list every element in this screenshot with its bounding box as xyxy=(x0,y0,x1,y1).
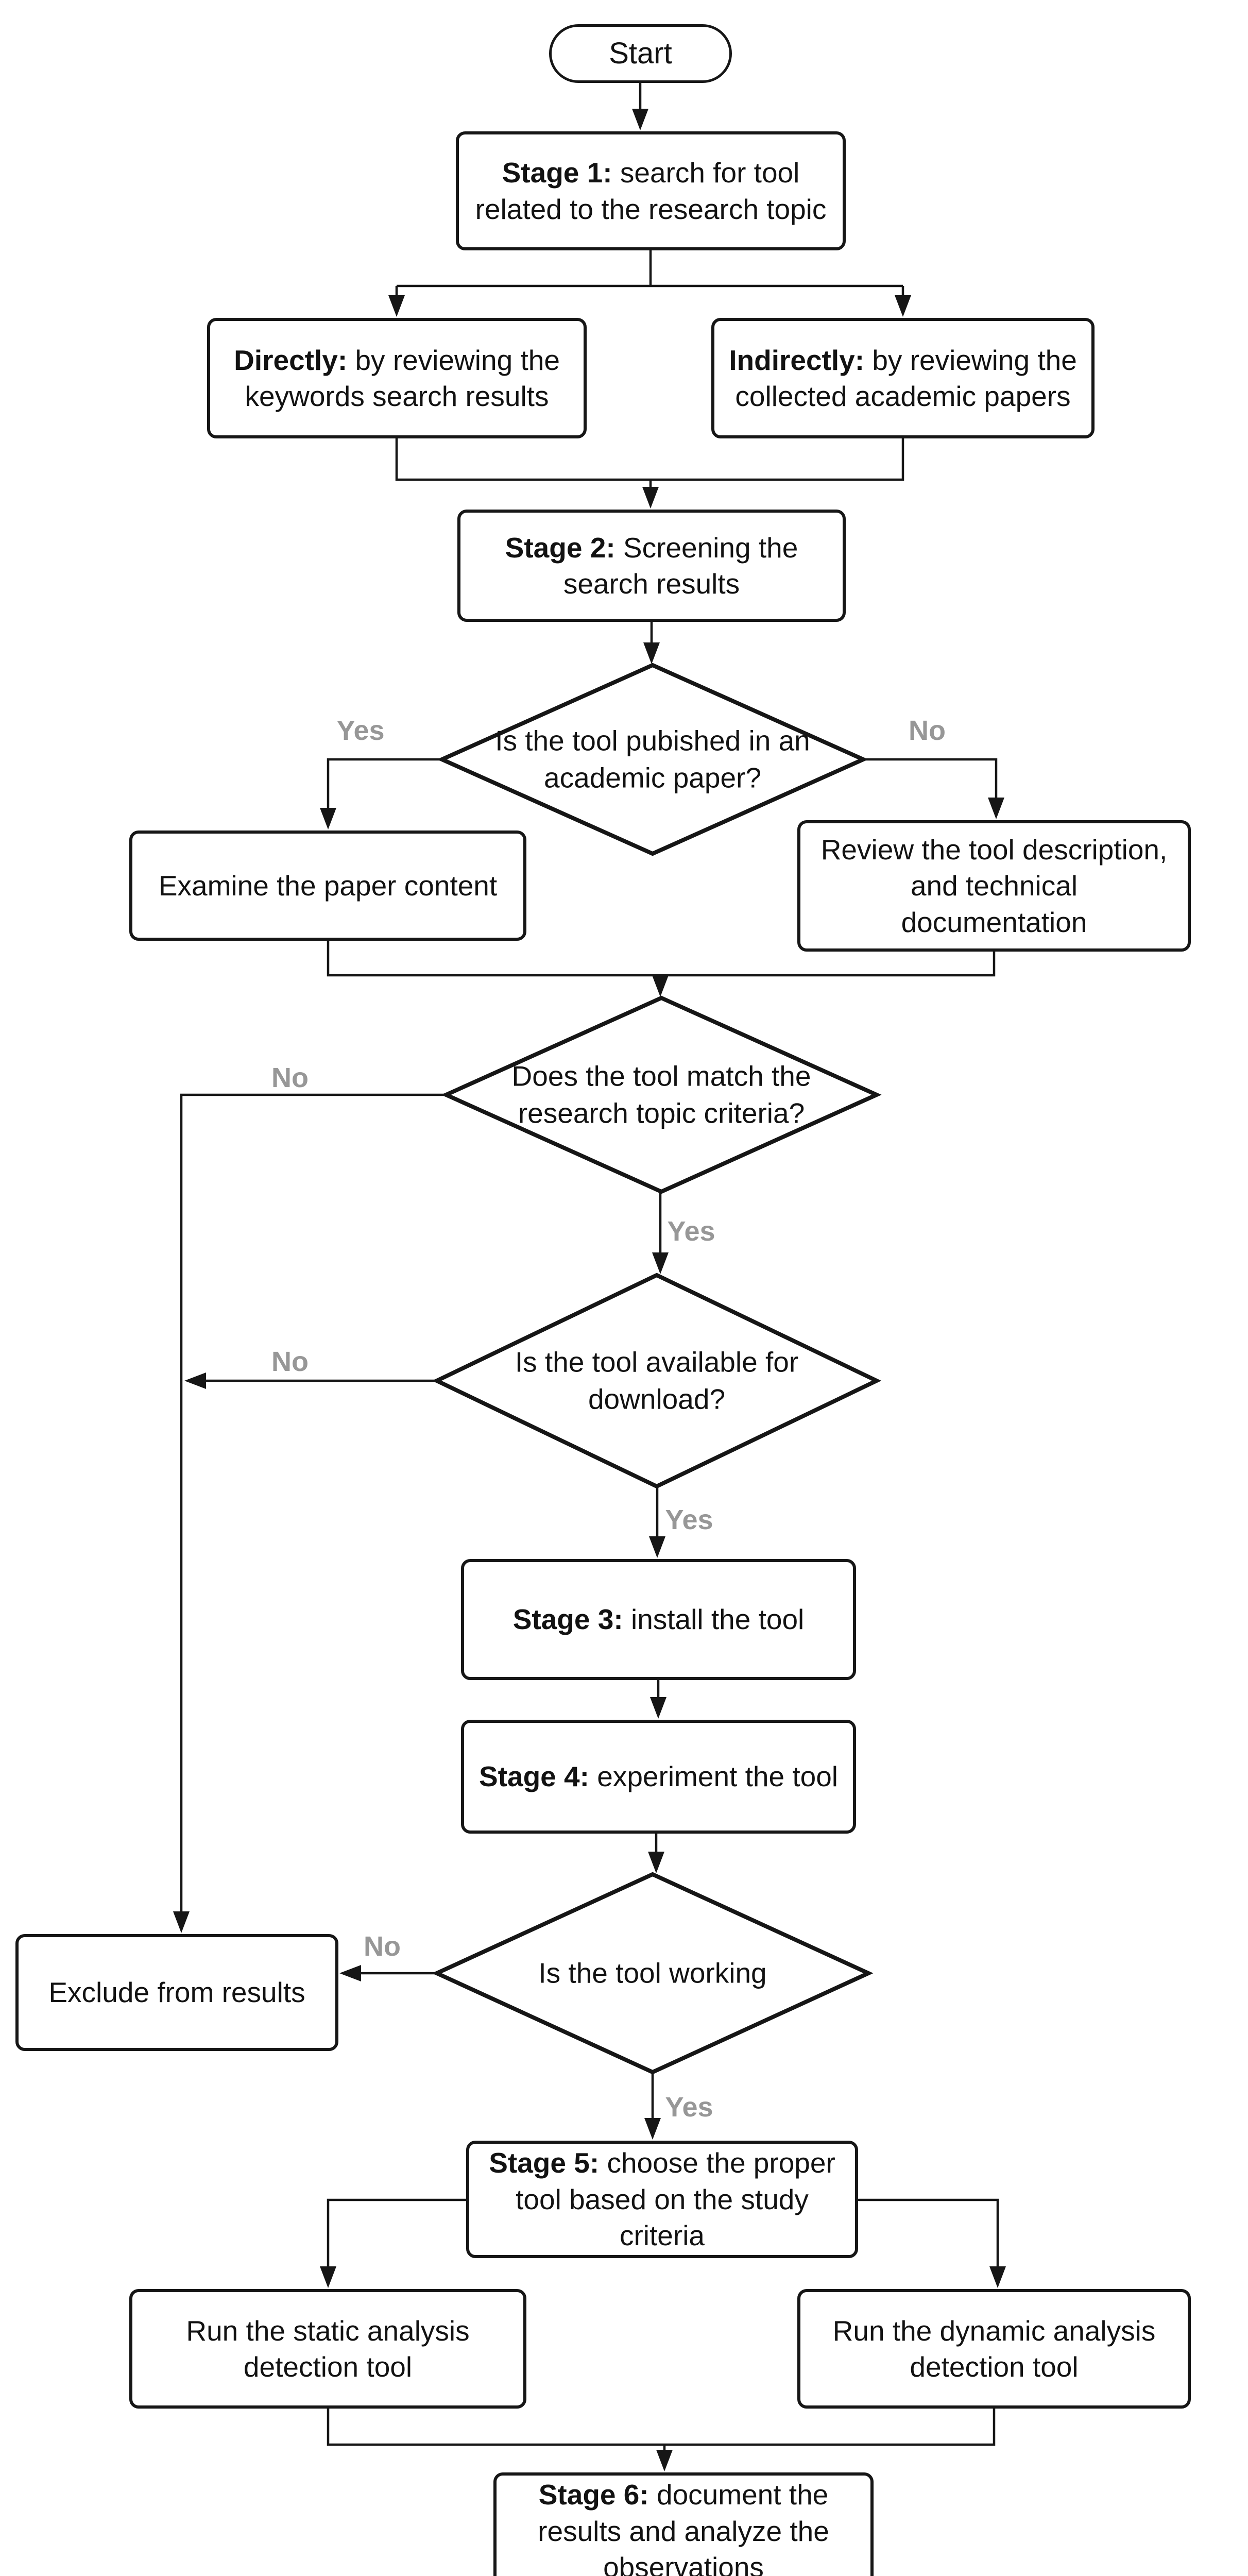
stage-4-text: Stage 4: experiment the tool xyxy=(479,1758,838,1794)
stage-5-process-box: Stage 5: choose the proper tool based on… xyxy=(466,2141,858,2258)
directly-branch-box: Directly: by reviewing the keywords sear… xyxy=(207,318,587,438)
exclude-results-text: Exclude from results xyxy=(48,1976,305,2009)
stage-1-process-box: Stage 1: search for tool related to the … xyxy=(456,131,846,250)
start-terminator: Start xyxy=(549,24,732,83)
review-description-text: Review the tool description, and technic… xyxy=(820,833,1168,938)
start-label: Start xyxy=(609,36,672,70)
stage-6-prefix: Stage 6: xyxy=(538,2479,649,2511)
run-dynamic-analysis-box: Run the dynamic analysis detection tool xyxy=(797,2289,1191,2409)
stage-1-body: search for tool related to the research … xyxy=(475,157,827,225)
examine-paper-text: Examine the paper content xyxy=(158,869,498,902)
stage-2-body: Screening the search results xyxy=(563,531,798,600)
decision-published-diamond-shape xyxy=(437,663,868,856)
indirectly-body: by reviewing the collected academic pape… xyxy=(735,344,1077,412)
edge-label-working-yes: Yes xyxy=(665,2092,713,2123)
indirectly-branch-box: Indirectly: by reviewing the collected a… xyxy=(711,318,1095,438)
decision-available-question: Is the tool available for download? xyxy=(515,1346,799,1415)
stage-4-process-box: Stage 4: experiment the tool xyxy=(461,1720,856,1834)
review-description-box: Review the tool description, and technic… xyxy=(797,820,1191,952)
stage-2-text: Stage 2: Screening the search results xyxy=(474,530,829,602)
edge-label-match-no: No xyxy=(271,1062,309,1093)
stage-1-prefix: Stage 1: xyxy=(502,157,612,189)
edge-label-available-no: No xyxy=(271,1346,309,1377)
stage-6-body: document the results and analyze the obs… xyxy=(538,2479,829,2576)
stage-4-prefix: Stage 4: xyxy=(478,1760,589,1793)
decision-working-question: Is the tool working xyxy=(538,1957,767,1989)
exclude-results-box: Exclude from results xyxy=(15,1934,338,2051)
stage-2-process-box: Stage 2: Screening the search results xyxy=(457,510,846,622)
stage-3-text: Stage 3: install the tool xyxy=(513,1601,805,1637)
edge-label-available-yes: Yes xyxy=(665,1504,713,1535)
stage-1-text: Stage 1: search for tool related to the … xyxy=(472,155,829,227)
stage-3-body: install the tool xyxy=(630,1603,805,1636)
stage-6-text: Stage 6: document the results and analyz… xyxy=(510,2477,857,2576)
stage-6-process-box: Stage 6: document the results and analyz… xyxy=(493,2472,874,2576)
connector-lines xyxy=(180,83,999,2453)
decision-working-diamond-shape xyxy=(432,1872,874,2075)
edge-label-published-no: No xyxy=(909,715,946,746)
decision-available-diamond-shape xyxy=(432,1273,882,1489)
stage-4-body: experiment the tool xyxy=(597,1760,839,1793)
decision-match-question: Does the tool match the research topic c… xyxy=(511,1060,811,1129)
indirectly-text: Indirectly: by reviewing the collected a… xyxy=(728,342,1078,415)
stage-3-prefix: Stage 3: xyxy=(512,1603,623,1636)
edge-label-published-yes: Yes xyxy=(336,715,385,746)
stage-3-process-box: Stage 3: install the tool xyxy=(461,1559,856,1680)
run-static-analysis-text: Run the static analysis detection tool xyxy=(186,2314,470,2383)
run-static-analysis-box: Run the static analysis detection tool xyxy=(129,2289,526,2409)
decision-published-question: Is the tool pubished in an academic pape… xyxy=(495,724,810,794)
stage-5-body: choose the proper tool based on the stud… xyxy=(516,2147,835,2252)
stage-5-text: Stage 5: choose the proper tool based on… xyxy=(483,2145,842,2253)
directly-text: Directly: by reviewing the keywords sear… xyxy=(224,342,570,415)
edge-label-match-yes: Yes xyxy=(667,1216,715,1247)
edge-label-working-no: No xyxy=(364,1931,401,1962)
examine-paper-box: Examine the paper content xyxy=(129,831,526,941)
decision-match-diamond-shape xyxy=(441,995,882,1194)
stage-2-prefix: Stage 2: xyxy=(505,531,616,564)
directly-body: by reviewing the keywords search results xyxy=(245,344,560,412)
indirectly-prefix: Indirectly: xyxy=(729,344,865,376)
directly-prefix: Directly: xyxy=(234,344,348,376)
stage-5-prefix: Stage 5: xyxy=(489,2147,600,2179)
run-dynamic-analysis-text: Run the dynamic analysis detection tool xyxy=(832,2314,1156,2383)
